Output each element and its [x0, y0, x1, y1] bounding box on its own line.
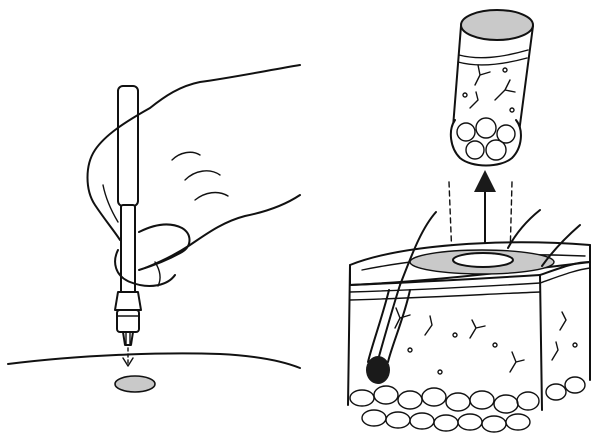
- right-panel: [348, 10, 590, 432]
- biopsy-hole: [453, 253, 513, 267]
- core-sample-top: [461, 10, 533, 40]
- core-sample: [451, 10, 533, 166]
- fat-layer: [350, 377, 585, 432]
- biopsy-target-spot: [115, 376, 155, 392]
- punch-instrument-icon: [115, 86, 141, 345]
- left-panel: [8, 65, 300, 392]
- skin-surface-line: [8, 353, 300, 368]
